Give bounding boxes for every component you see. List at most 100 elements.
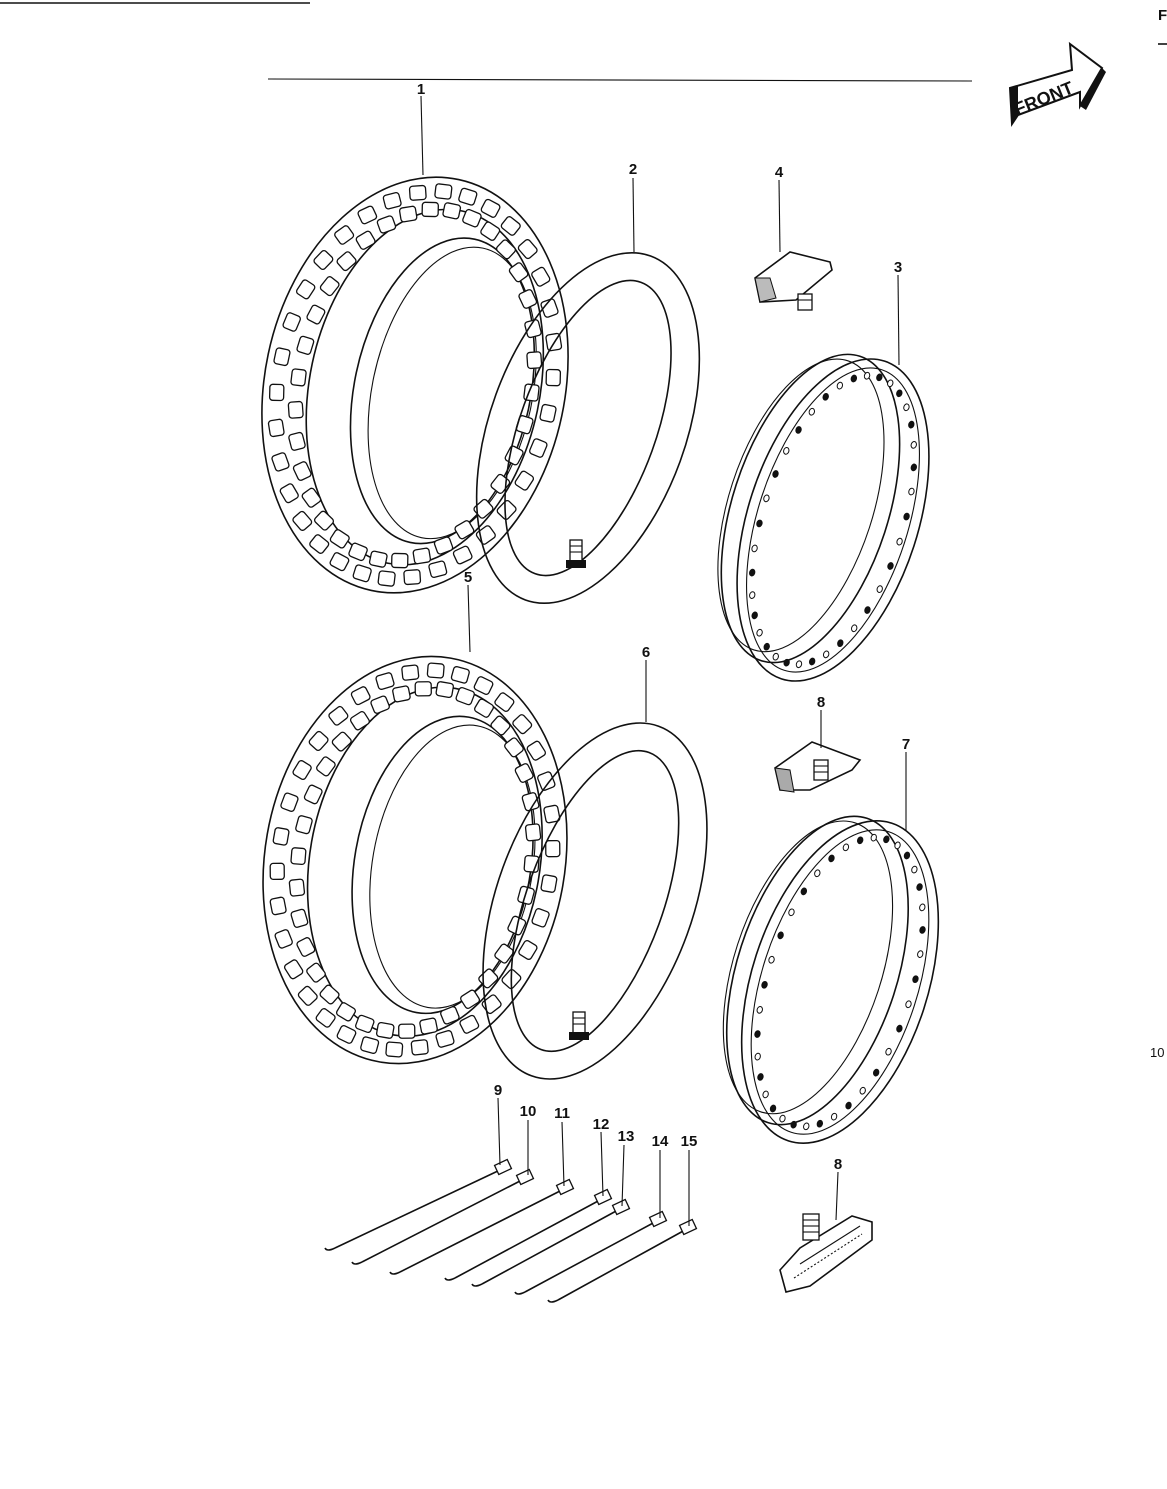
tread-block (375, 672, 395, 690)
spoke-hole (863, 371, 871, 380)
callout-6: 6 (642, 644, 650, 661)
callout-14: 14 (652, 1133, 669, 1150)
spoke-hole (887, 562, 894, 570)
tread-block (376, 215, 397, 234)
tread-block (495, 239, 517, 260)
spoke-9 (324, 1158, 513, 1251)
tread-block (454, 520, 475, 540)
rear-tube-valve-icon (569, 1011, 589, 1040)
front-rim (717, 353, 930, 682)
tread-block (462, 208, 482, 228)
rear-rim (722, 815, 940, 1144)
callout-9: 9 (494, 1082, 502, 1099)
front-tube-valve-icon (566, 539, 586, 568)
spoke-hole (814, 869, 821, 878)
tread-block (455, 686, 475, 706)
tread-block (490, 473, 511, 494)
tread-block (442, 202, 462, 220)
tread-block (271, 452, 290, 472)
tread-block (518, 939, 538, 960)
spoke-hole (896, 389, 903, 398)
tread-block (355, 230, 376, 250)
spoke-hole (816, 1119, 824, 1128)
rear-tire (262, 655, 568, 1065)
tread-block (319, 984, 340, 1005)
tread-block (543, 804, 561, 824)
spoke-hole (836, 381, 844, 390)
tread-block (295, 815, 313, 835)
spoke-hole (783, 447, 790, 455)
spoke-hole (916, 883, 923, 891)
tread-block (329, 529, 350, 549)
tread-block (504, 445, 524, 466)
tread-block (494, 943, 514, 964)
spoke-hole (757, 1073, 764, 1081)
front-tire (261, 176, 569, 594)
spoke-14 (514, 1210, 668, 1295)
tread-block (288, 431, 306, 451)
tread-block (268, 383, 285, 402)
tread-block (459, 1014, 480, 1034)
tread-block (433, 536, 454, 555)
spoke-hole (850, 374, 858, 383)
tread-block (273, 347, 291, 367)
tread-block (368, 550, 388, 568)
tread-block (283, 959, 304, 980)
spoke-hole (749, 568, 756, 577)
tread-block (508, 262, 529, 283)
tread-block (545, 839, 561, 858)
tread-block (496, 499, 517, 521)
spoke-hole (911, 865, 918, 874)
tread-block (490, 715, 511, 736)
spoke-hole (910, 441, 917, 449)
tread-block (370, 695, 390, 714)
spoke-hole (751, 611, 758, 620)
tread-block (269, 862, 285, 881)
tread-block (428, 560, 448, 579)
spoke-hole (749, 591, 756, 599)
tread-block (274, 929, 293, 949)
spoke-hole (887, 379, 894, 388)
spoke-hole (828, 854, 835, 863)
spoke-hole (803, 1122, 810, 1131)
spoke-hole (763, 494, 770, 503)
tread-block (440, 1006, 460, 1025)
tread-block (290, 368, 307, 387)
spoke-hole (822, 392, 829, 401)
tread-block (435, 681, 455, 699)
spoke-hole (885, 1047, 892, 1056)
rim-lock-8-lower (779, 1213, 873, 1293)
spoke-hole (905, 1000, 912, 1009)
spoke-13 (471, 1198, 631, 1287)
tread-block (306, 962, 326, 983)
tread-block (524, 319, 542, 339)
tread-block (297, 985, 318, 1006)
tread-block (512, 714, 533, 735)
tread-block (392, 685, 411, 703)
tread-block (537, 771, 556, 791)
spoke-set (324, 1158, 698, 1303)
spoke-hole (919, 926, 926, 934)
spoke-hole (876, 585, 883, 593)
tread-block (408, 184, 427, 201)
spoke-hole (795, 660, 803, 669)
spoke-hole (917, 950, 924, 958)
spoke-hole (772, 470, 779, 478)
tread-block (398, 1023, 416, 1039)
tread-block (296, 937, 316, 957)
spoke-hole (912, 975, 919, 984)
spoke-hole (876, 373, 883, 382)
page-number: 10 (1150, 1045, 1164, 1060)
tread-block (335, 1002, 356, 1022)
tread-block (473, 676, 494, 695)
spoke-11 (389, 1178, 575, 1275)
callout-13: 13 (618, 1128, 635, 1145)
tread-block (531, 266, 551, 287)
spoke-hole (896, 537, 903, 546)
tread-block (316, 756, 336, 777)
tread-block (421, 201, 439, 218)
tread-block (517, 239, 538, 260)
tread-block (434, 183, 453, 200)
spoke-hole (800, 887, 808, 896)
spoke-hole (751, 544, 758, 553)
